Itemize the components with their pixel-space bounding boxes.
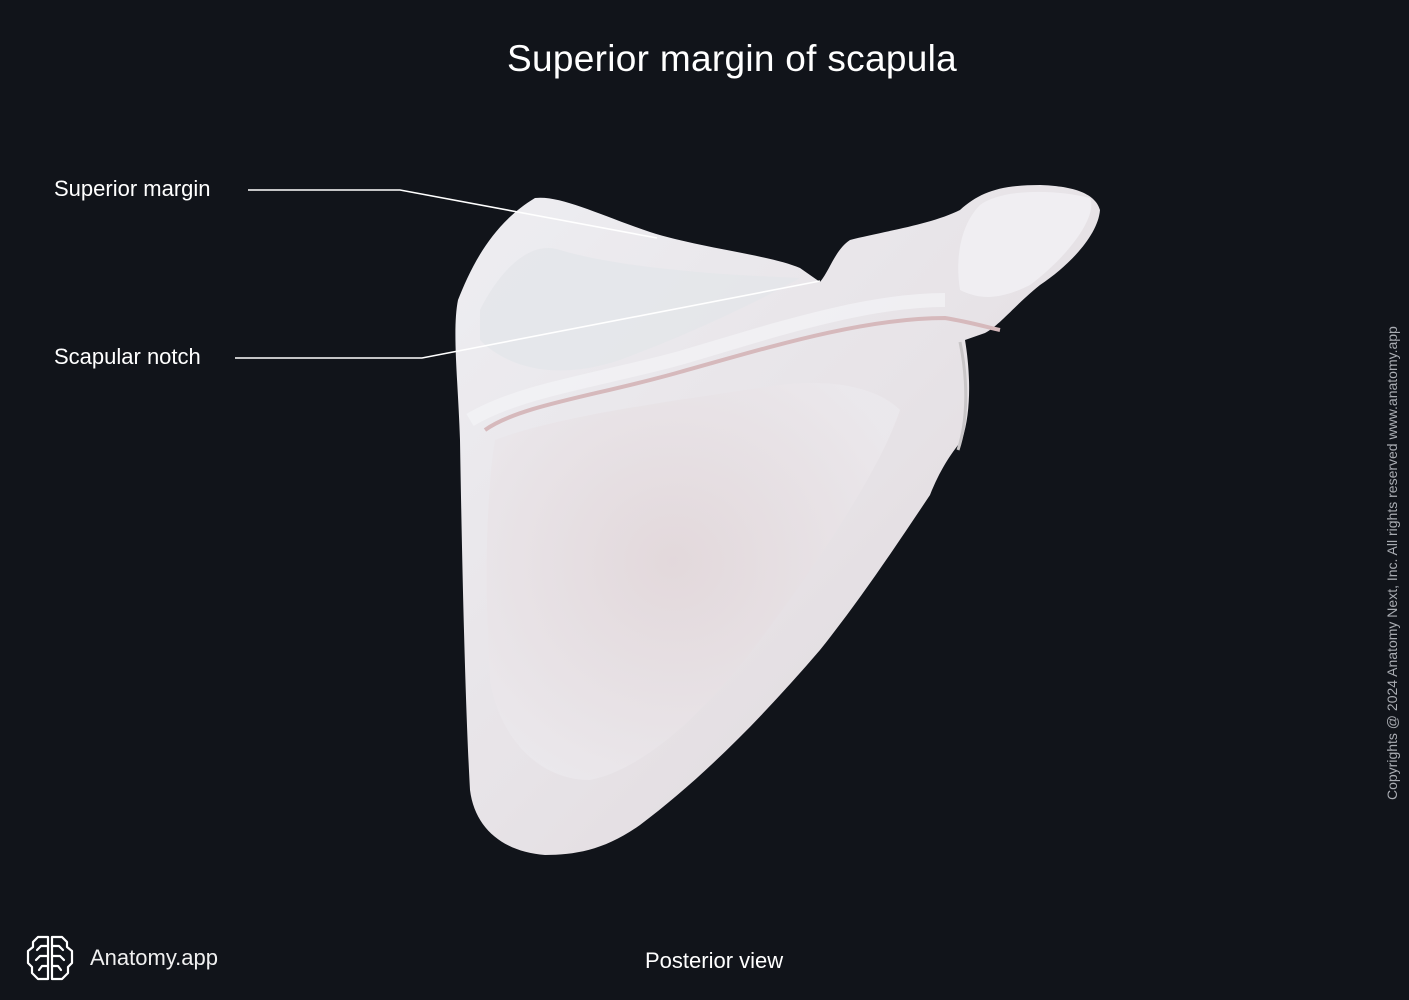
brand-name: Anatomy.app: [90, 945, 219, 970]
glenoid-edge: [956, 341, 968, 451]
infraspinous-fossa: [486, 382, 900, 780]
view-caption: Posterior view: [645, 948, 784, 973]
scapular-spine: [483, 315, 1001, 432]
leader-line-scapular-notch: [235, 280, 821, 359]
page-title: Superior margin of scapula: [507, 38, 957, 79]
spine-highlight: [466, 293, 946, 427]
label-scapular-notch: Scapular notch: [54, 344, 201, 369]
copyright-notice: Copyrights @ 2024 Anatomy Next, Inc. All…: [1384, 326, 1400, 800]
brand-logo: Anatomy.app: [24, 934, 218, 982]
supraspinous-fossa: [480, 248, 800, 371]
label-superior-margin: Superior margin: [54, 176, 211, 201]
leader-line-superior-margin: [248, 189, 658, 239]
brain-icon: [26, 935, 74, 981]
acromion: [958, 191, 1092, 297]
